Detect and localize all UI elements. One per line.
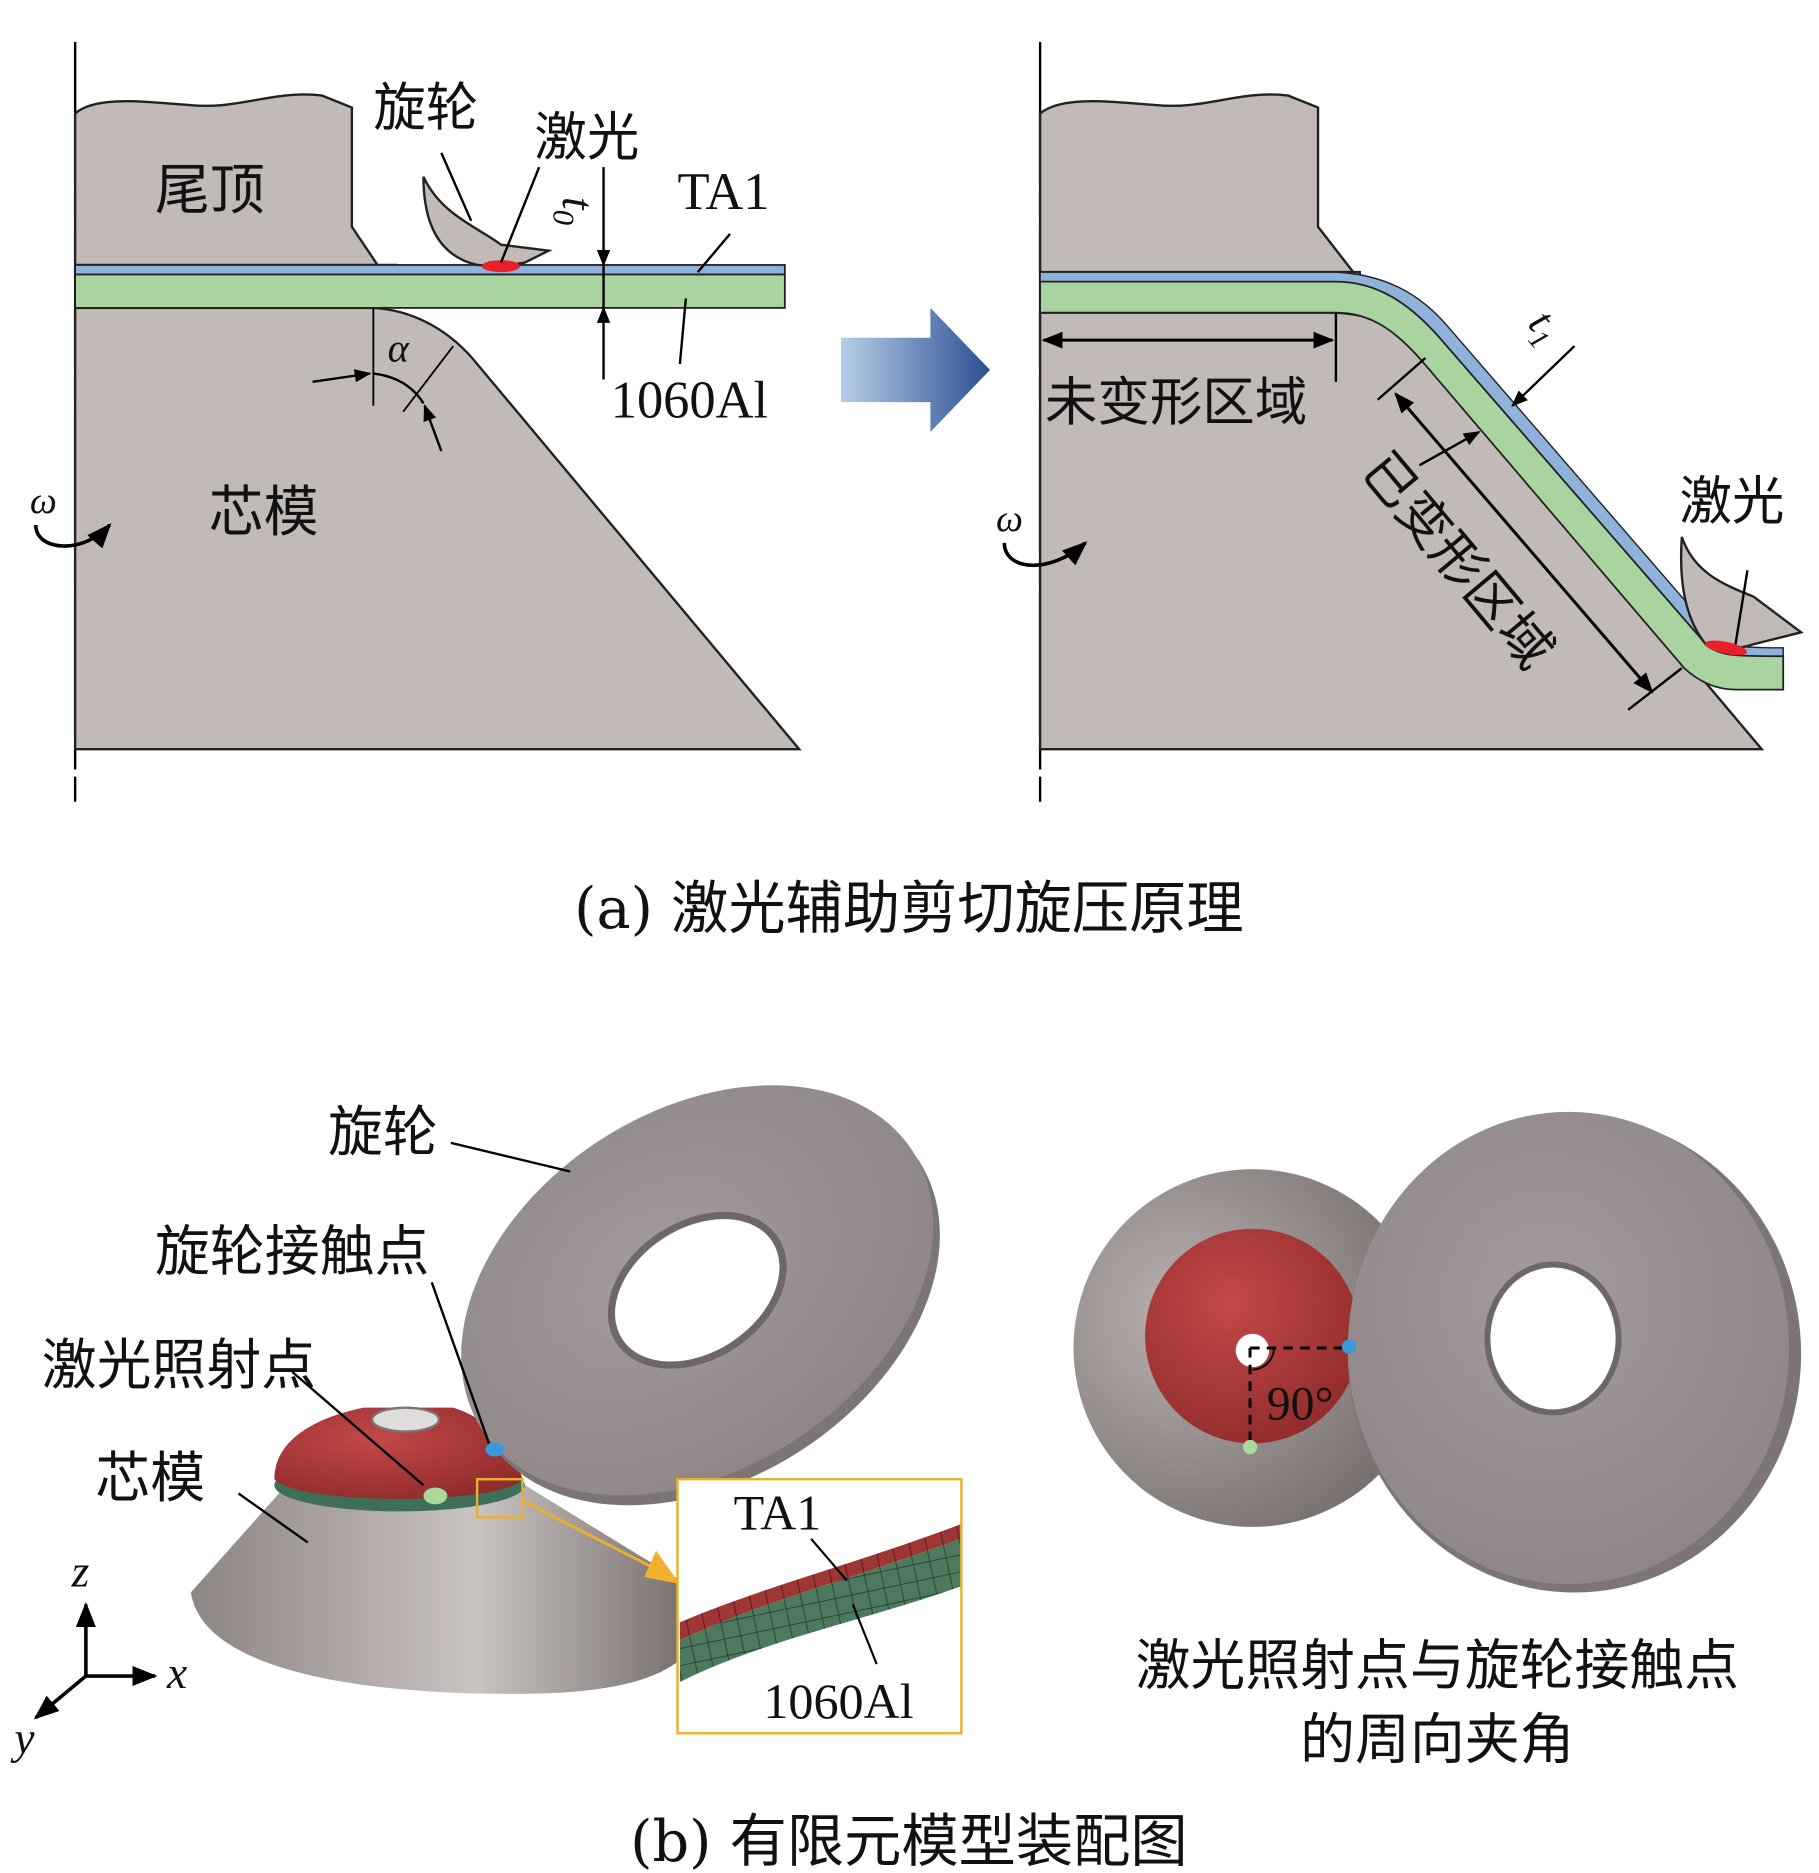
- leader-laser-point: [291, 1370, 425, 1487]
- label-t1: t1: [1514, 301, 1572, 356]
- deformed-boundary-1: [1376, 357, 1427, 401]
- leader-ta1: [696, 233, 731, 273]
- caption-b-right-line1: 激光照射点与旋轮接触点: [1136, 1633, 1739, 1697]
- alpha-arrow-1: [312, 369, 372, 384]
- label-t0: t0: [546, 197, 603, 226]
- al-layer: [74, 273, 786, 309]
- leader-laser-right: [1734, 570, 1749, 645]
- center-hole: [1235, 1333, 1270, 1368]
- transition-arrow: [840, 307, 991, 432]
- tailstock-right: [1038, 93, 1361, 284]
- omega-rotation-icon-right: [1002, 541, 1088, 568]
- laser-irradiation-point: [423, 1487, 448, 1505]
- inset-pointer-arrow-icon: [644, 1550, 680, 1585]
- mesh-inset: TA1 1060Al: [676, 1478, 963, 1735]
- label-laser-right: 激光: [1679, 471, 1784, 532]
- label-90-degrees: 90°: [1267, 1378, 1334, 1431]
- panel-a-left: 尾顶 旋轮 激光 TA1 1060Al t0 α 芯模 ω: [30, 41, 802, 802]
- omega-rotation-icon: [33, 523, 112, 549]
- al-layer-deformed: [1039, 280, 1785, 691]
- label-roller-contact-point: 旋轮接触点: [155, 1219, 429, 1283]
- label-omega-right: ω: [996, 498, 1023, 540]
- roller-disk: [461, 1085, 940, 1506]
- leader-contact-point: [430, 1282, 491, 1444]
- label-1060al: 1060Al: [611, 372, 768, 430]
- ta1-layer: [74, 264, 786, 276]
- label-mandrel: 芯模: [209, 480, 319, 544]
- deformed-boundary-2: [1627, 667, 1683, 711]
- panel-a-right: 未变形区域 已变形区域 t1 激光 ω: [996, 41, 1804, 802]
- laser-spot-right: [1704, 640, 1748, 656]
- roller-contact-point-top: [1341, 1339, 1357, 1354]
- panel-b-left: TA1 1060Al z x y 旋轮 旋轮接触点 激光照射点 芯模: [10, 1085, 963, 1764]
- mandrel-cone: [190, 1485, 710, 1694]
- alpha-arrow-2: [423, 404, 443, 452]
- caption-b-right-line2: 的周向夹角: [1300, 1707, 1574, 1771]
- leader-laser: [499, 166, 541, 264]
- t1-arrow-1: [1511, 345, 1576, 407]
- caption-b: (b) 有限元模型装配图: [630, 1808, 1188, 1873]
- laser-spot: [481, 260, 521, 273]
- caption-a: (a) 激光辅助剪切旋压原理: [574, 875, 1244, 942]
- label-laser: 激光: [534, 107, 639, 168]
- label-alpha: α: [388, 326, 410, 371]
- deformed-dimension: [1394, 392, 1654, 694]
- label-tailstock: 尾顶: [155, 158, 265, 222]
- label-omega: ω: [30, 480, 57, 522]
- inset-pointer-line: [521, 1499, 663, 1574]
- label-y: y: [10, 1714, 35, 1764]
- leader-roller: [440, 152, 473, 222]
- mandrel: [73, 306, 802, 751]
- alpha-ref-line-2: [402, 345, 454, 413]
- label-ta1: TA1: [678, 163, 770, 221]
- inset-label-1060al: 1060Al: [763, 1673, 913, 1729]
- t1-arrow-2: [1418, 430, 1481, 467]
- label-mandrel-b: 芯模: [95, 1446, 205, 1510]
- workpiece: [274, 1407, 523, 1499]
- right-angle-arc: [1252, 1347, 1275, 1371]
- roller-contact-point: [485, 1442, 505, 1457]
- axes-triad: z x y: [10, 1547, 187, 1764]
- leader-roller-b: [450, 1141, 571, 1173]
- laser-point-top: [1242, 1439, 1258, 1455]
- roller-right: [1679, 536, 1804, 650]
- label-z: z: [71, 1547, 90, 1597]
- label-laser-irradiation-point: 激光照射点: [42, 1333, 316, 1397]
- workpiece-hole: [370, 1406, 441, 1433]
- label-x: x: [166, 1648, 187, 1698]
- label-roller: 旋轮: [373, 77, 478, 138]
- inset-marker: [475, 1478, 524, 1519]
- leader-1060al: [678, 298, 688, 365]
- y-axis-arrow-icon: [33, 1674, 88, 1720]
- label-roller-b: 旋轮: [328, 1100, 438, 1164]
- panel-b-right: 90° 激光照射点与旋轮接触点 的周向夹角: [1073, 1111, 1802, 1771]
- roller-hole: [1484, 1261, 1622, 1416]
- label-undeformed-zone: 未变形区域: [1045, 372, 1307, 433]
- leader-mandrel: [237, 1492, 309, 1544]
- inset-label-ta1: TA1: [734, 1484, 822, 1540]
- tailstock: [73, 93, 398, 297]
- alpha-arc: [373, 372, 425, 404]
- right-arrow-icon: [840, 307, 991, 432]
